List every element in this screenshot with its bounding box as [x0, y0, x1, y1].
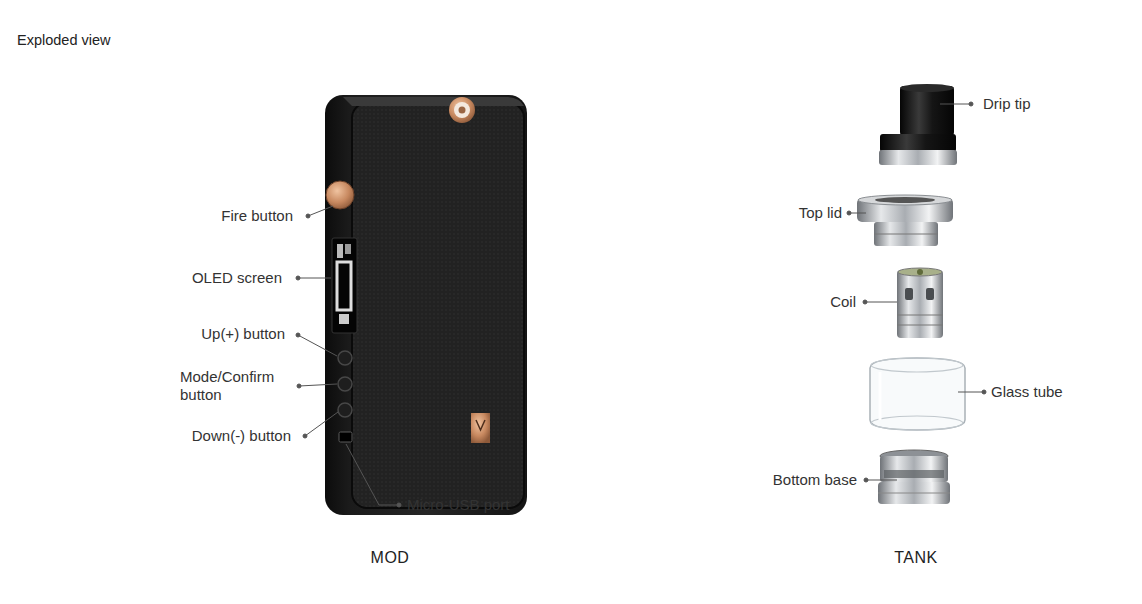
tank-illustration	[857, 84, 965, 504]
part-label: Top lid	[799, 204, 842, 222]
section-heading: MOD	[371, 549, 410, 567]
part-label: Up(+) button	[201, 325, 285, 343]
mod-illustration	[325, 95, 527, 515]
part-label: OLED screen	[192, 269, 282, 287]
part-label: Micro-USB port	[407, 496, 510, 514]
section-heading: TANK	[894, 549, 937, 567]
part-label: Fire button	[221, 207, 293, 225]
part-label: Mode/Confirm button	[180, 368, 298, 404]
part-label: Down(-) button	[192, 427, 291, 445]
part-label: Drip tip	[983, 95, 1031, 113]
part-label: Bottom base	[773, 471, 857, 489]
part-label: Glass tube	[991, 383, 1063, 401]
leader-lines	[296, 102, 986, 507]
diagram-title: Exploded view	[17, 31, 111, 49]
part-label: Coil	[830, 293, 856, 311]
